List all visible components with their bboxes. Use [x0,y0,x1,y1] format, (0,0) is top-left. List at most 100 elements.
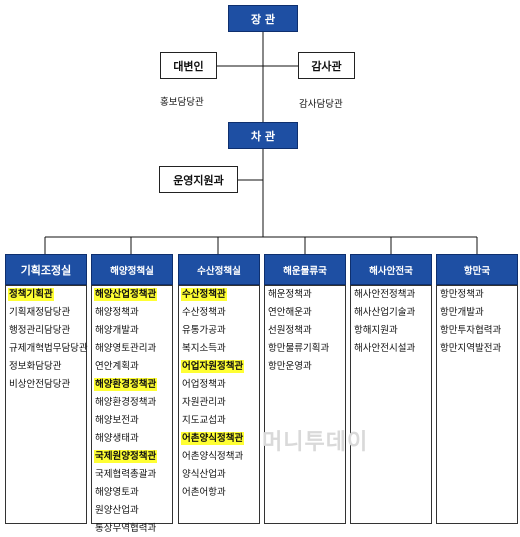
item-label: 해양정책과 [95,306,139,318]
dept-header-6[interactable]: 항만국 [436,254,518,285]
division-item[interactable]: 어촌어항과 [181,483,259,501]
item-label: 해양영토과 [95,486,139,498]
item-label: 통상무역협력과 [95,522,157,534]
division-item[interactable]: 해양영토과 [94,483,172,501]
division-item[interactable]: 선원정책과 [267,321,345,339]
item-label: 항만개발과 [440,306,484,318]
division-item[interactable]: 원양산업과 [94,501,172,519]
dept-header-1[interactable]: 기획조정실 [5,254,87,285]
dept-panel-6 [436,285,518,524]
operations-support-box[interactable]: 운영지원과 [159,166,238,193]
item-label: 수산정책과 [182,306,226,318]
dept-header-5[interactable]: 해사안전국 [350,254,432,285]
inspector-box[interactable]: 감사관 [298,52,355,79]
item-label: 비상안전담당관 [9,378,71,390]
item-label: 국제협력총괄과 [95,468,157,480]
bureau-head-item[interactable]: 정책기획관 [8,285,86,303]
division-item[interactable]: 해양영토관리과 [94,339,172,357]
division-item[interactable]: 해양개발과 [94,321,172,339]
dept-header-3[interactable]: 수산정책실 [178,254,260,285]
division-item[interactable]: 연안해운과 [267,303,345,321]
bureau-head-item[interactable]: 해양산업정책관 [94,285,172,303]
minister-box[interactable]: 장 관 [228,5,298,32]
item-label: 연안계획과 [95,360,139,372]
item-label: 국제원양정책관 [94,449,158,463]
item-label: 해양영토관리과 [95,342,157,354]
division-item[interactable]: 항만물류기획과 [267,339,345,357]
item-label: 해사산업기술과 [354,306,416,318]
division-item[interactable]: 해양환경정책과 [94,393,172,411]
dept-header-2[interactable]: 해양정책실 [91,254,173,285]
division-item[interactable]: 해양정책과 [94,303,172,321]
item-label: 해양보전과 [95,414,139,426]
division-item[interactable]: 어촌양식정책과 [181,447,259,465]
division-item[interactable]: 항만정책과 [439,285,517,303]
division-item[interactable]: 연안계획과 [94,357,172,375]
division-item[interactable]: 해양보전과 [94,411,172,429]
bureau-head-item[interactable]: 어업자원정책관 [181,357,259,375]
division-item[interactable]: 해사안전시설과 [353,339,431,357]
division-item[interactable]: 자원관리과 [181,393,259,411]
item-label: 기획재정담당관 [9,306,71,318]
division-item[interactable]: 해사안전정책과 [353,285,431,303]
division-item[interactable]: 항만운영과 [267,357,345,375]
bureau-head-item[interactable]: 해양환경정책관 [94,375,172,393]
division-item[interactable]: 항해지원과 [353,321,431,339]
item-label: 수산정책관 [181,287,227,301]
item-label: 해양환경정책과 [95,396,157,408]
dept-header-4[interactable]: 해운물류국 [264,254,346,285]
item-label: 행정관리담당관 [9,324,71,336]
division-item[interactable]: 지도교섭과 [181,411,259,429]
division-item[interactable]: 해양생태과 [94,429,172,447]
item-label: 어촌양식정책과 [182,450,244,462]
bureau-head-item[interactable]: 어촌양식정책관 [181,429,259,447]
division-item[interactable]: 정보화담당관 [8,357,86,375]
item-label: 항만지역발전과 [440,342,502,354]
division-item[interactable]: 항만투자협력과 [439,321,517,339]
public-relations-label: 홍보담당관 [160,97,204,108]
dept-panel-5 [350,285,432,524]
item-label: 원양산업과 [95,504,139,516]
item-label: 해양산업정책관 [94,287,158,301]
division-item[interactable]: 해사산업기술과 [353,303,431,321]
division-item[interactable]: 유통가공과 [181,321,259,339]
item-label: 해사안전시설과 [354,342,416,354]
item-label: 항만물류기획과 [268,342,330,354]
item-label: 선원정책과 [268,324,312,336]
division-item[interactable]: 규제개혁법무담당관 [8,339,88,357]
watermark: 머니투데이 [262,430,369,455]
item-label: 규제개혁법무담당관 [9,342,88,354]
vice-minister-box[interactable]: 차 관 [228,122,298,149]
division-item[interactable]: 기획재정담당관 [8,303,86,321]
spokesperson-box[interactable]: 대변인 [160,52,217,79]
dept-panel-3 [178,285,260,524]
division-item[interactable]: 행정관리담당관 [8,321,86,339]
bureau-head-item[interactable]: 국제원양정책관 [94,447,172,465]
bureau-head-item[interactable]: 수산정책관 [181,285,259,303]
item-label: 항만운영과 [268,360,312,372]
item-label: 해양개발과 [95,324,139,336]
item-label: 정보화담당관 [9,360,62,372]
division-item[interactable]: 양식산업과 [181,465,259,483]
item-label: 해양환경정책관 [94,377,158,391]
division-item[interactable]: 어업정책과 [181,375,259,393]
item-label: 해운정책과 [268,288,312,300]
division-item[interactable]: 항만지역발전과 [439,339,517,357]
division-item[interactable]: 항만개발과 [439,303,517,321]
item-label: 해양생태과 [95,432,139,444]
item-label: 어촌양식정책관 [181,431,245,445]
item-label: 항만정책과 [440,288,484,300]
division-item[interactable]: 복지소득과 [181,339,259,357]
division-item[interactable]: 수산정책과 [181,303,259,321]
division-item[interactable]: 해운정책과 [267,285,345,303]
division-item[interactable]: 통상무역협력과 [94,519,172,537]
item-label: 정책기획관 [8,287,54,301]
division-item[interactable]: 국제협력총괄과 [94,465,172,483]
division-item[interactable]: 비상안전담당관 [8,375,86,393]
